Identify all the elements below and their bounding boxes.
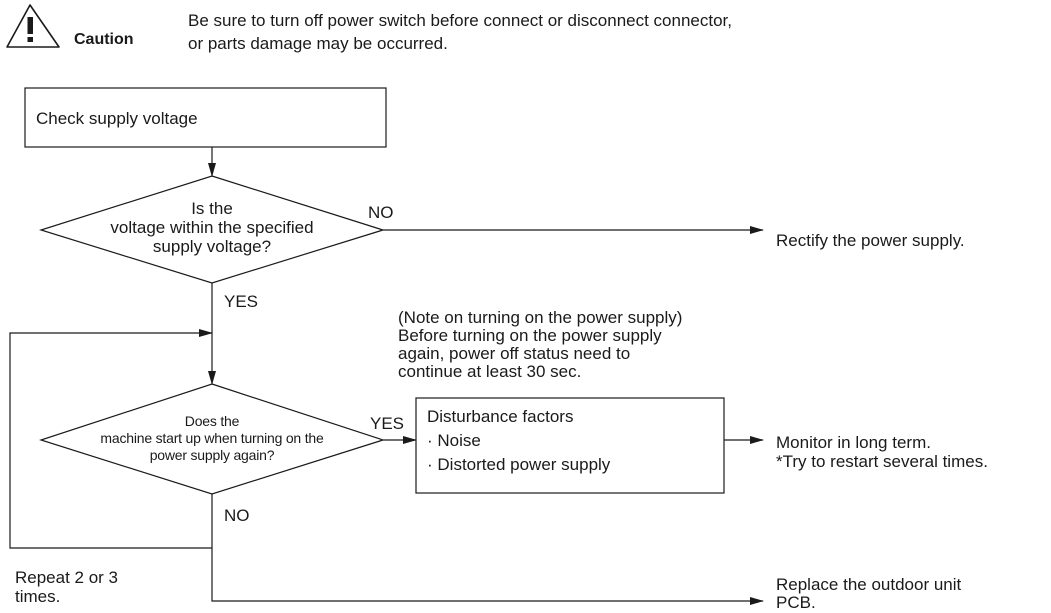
disturbance-box [415, 397, 725, 494]
restart-decision-line1: Does the [184, 413, 240, 429]
caution-message-line2: or parts damage may be occurred. [188, 34, 448, 53]
repeat-line2: times. [15, 587, 61, 606]
monitor-line2: *Try to restart several times. [776, 452, 988, 471]
voltage-decision-line1: Is the [191, 199, 233, 218]
flow-arrow-restart-no [211, 494, 764, 605]
repeat-line1: Repeat 2 or 3 [15, 568, 119, 587]
check-supply-box [24, 87, 387, 148]
restart-no-label: NO [224, 506, 250, 525]
restart-decision-line3: power supply again? [149, 447, 275, 463]
voltage-decision-line3: supply voltage? [152, 237, 272, 256]
flow-loop-repeat [9, 329, 213, 549]
note-line3: again, power off status need to [398, 344, 631, 363]
disturbance-item-noise: · Noise [427, 431, 481, 450]
voltage-decision-line2: voltage within the specified [110, 218, 314, 237]
monitor-line1: Monitor in long term. [776, 433, 931, 452]
voltage-no-label: NO [368, 203, 394, 222]
restart-yes-label: YES [370, 414, 405, 433]
disturbance-title: Disturbance factors [427, 407, 574, 426]
restart-decision-line2: machine start up when turning on the [100, 430, 324, 446]
caution-message-line1: Be sure to turn off power switch before … [188, 11, 732, 30]
voltage-yes-label: YES [224, 292, 259, 311]
caution-label: Caution [74, 31, 134, 48]
warning-triangle-icon [6, 4, 60, 48]
check-supply-text: Check supply voltage [36, 109, 198, 128]
replace-line1: Replace the outdoor unit [776, 575, 962, 594]
replace-line2: PCB. [776, 593, 816, 612]
note-line4: continue at least 30 sec. [398, 362, 582, 381]
rectify-text: Rectify the power supply. [776, 231, 965, 250]
note-line2: Before turning on the power supply [398, 326, 662, 345]
disturbance-item-distorted: · Distorted power supply [427, 455, 611, 474]
note-line1: (Note on turning on the power supply) [398, 308, 683, 327]
